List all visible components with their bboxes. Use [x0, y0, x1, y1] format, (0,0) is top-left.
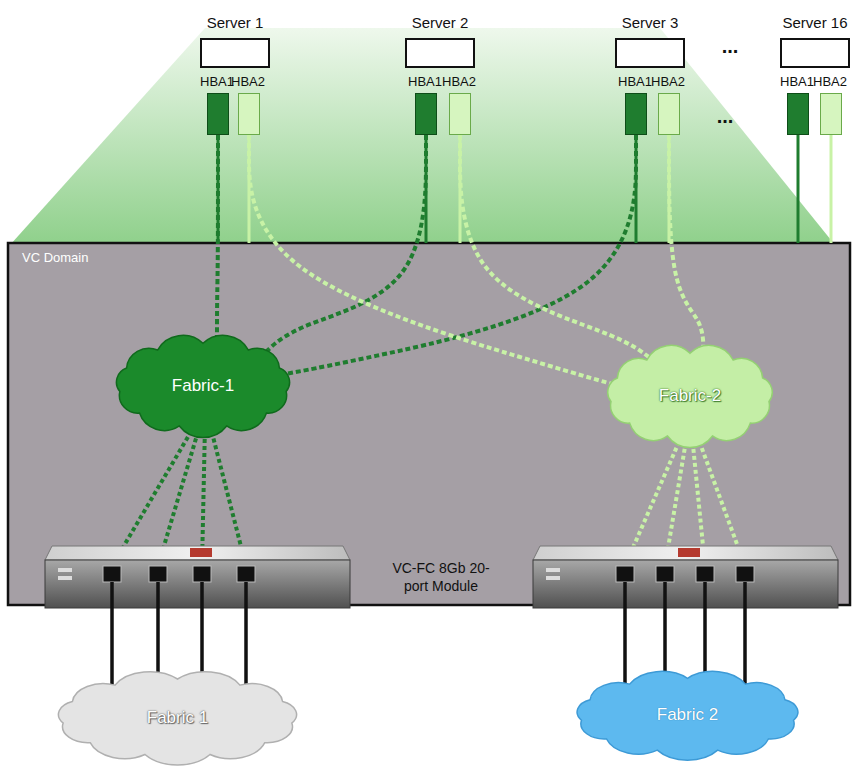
fabric-name: Fabric 2 — [657, 705, 718, 725]
hba-name: HBA2 — [797, 73, 859, 91]
fc-connection — [263, 135, 426, 355]
vc-fabric-cloud: Fabric-2 — [595, 338, 785, 453]
fc-connection — [460, 135, 650, 358]
hba-name: HBA2 — [426, 73, 492, 91]
hba-port: HBA1 — [625, 93, 647, 135]
host-cable — [459, 135, 462, 243]
fabric-1-uplinks — [112, 425, 246, 566]
host-cable — [668, 135, 671, 243]
vc-domain: VC DomainFabric-1Fabric-2 — [8, 243, 850, 605]
cloud-outline — [608, 345, 772, 447]
server-name: Server 1 — [170, 14, 300, 32]
cloud-outline — [116, 335, 289, 437]
cloud-outline — [58, 672, 296, 765]
hba-port: HBA2 — [449, 93, 471, 135]
fc-connection — [217, 135, 218, 343]
ellipsis: ... — [705, 34, 755, 59]
server-box: Server 2 — [405, 38, 475, 68]
server-name: Server 16 — [750, 14, 859, 32]
fc-connection — [249, 135, 612, 384]
host-cable — [248, 135, 251, 243]
fabric-name: Fabric-1 — [172, 376, 234, 396]
fc-connection — [669, 135, 703, 353]
san-fabric-cloud: Fabric 2 — [560, 665, 815, 765]
hba-port: HBA1 — [787, 93, 809, 135]
server-fan-band — [10, 28, 835, 245]
hba-port: HBA2 — [820, 93, 842, 135]
domain-name: VC Domain — [22, 250, 88, 265]
vc-fc-module — [533, 546, 838, 608]
fabric-name: Fabric-2 — [659, 386, 721, 406]
host-cable — [425, 135, 428, 243]
hba-port: HBA1 — [415, 93, 437, 135]
vc-domain-frame — [8, 243, 850, 605]
server-box: Server 3 — [615, 38, 685, 68]
vc-fabric-cloud: Fabric-1 — [103, 328, 303, 443]
fabric-name: Fabric 1 — [147, 708, 208, 728]
server-name: Server 2 — [375, 14, 505, 32]
server-name: Server 3 — [585, 14, 715, 32]
server-box: Server 16 — [780, 38, 850, 68]
host-cable — [635, 135, 638, 243]
ellipsis: ... — [700, 104, 750, 129]
host-cable — [830, 135, 833, 243]
hba-port: HBA1 — [207, 93, 229, 135]
host-cable — [217, 135, 220, 243]
module-label: VC-FC 8Gb 20-port Module — [382, 560, 500, 595]
server-box: Server 1 — [200, 38, 270, 68]
hba-port: HBA2 — [658, 93, 680, 135]
host-cable — [797, 135, 800, 243]
hba-name: HBA2 — [635, 73, 701, 91]
vc-fc-module — [45, 546, 350, 608]
san-fabric-cloud: Fabric 1 — [40, 665, 315, 770]
hba-name: HBA2 — [215, 73, 281, 91]
hba-port: HBA2 — [238, 93, 260, 135]
cloud-outline — [577, 671, 798, 760]
